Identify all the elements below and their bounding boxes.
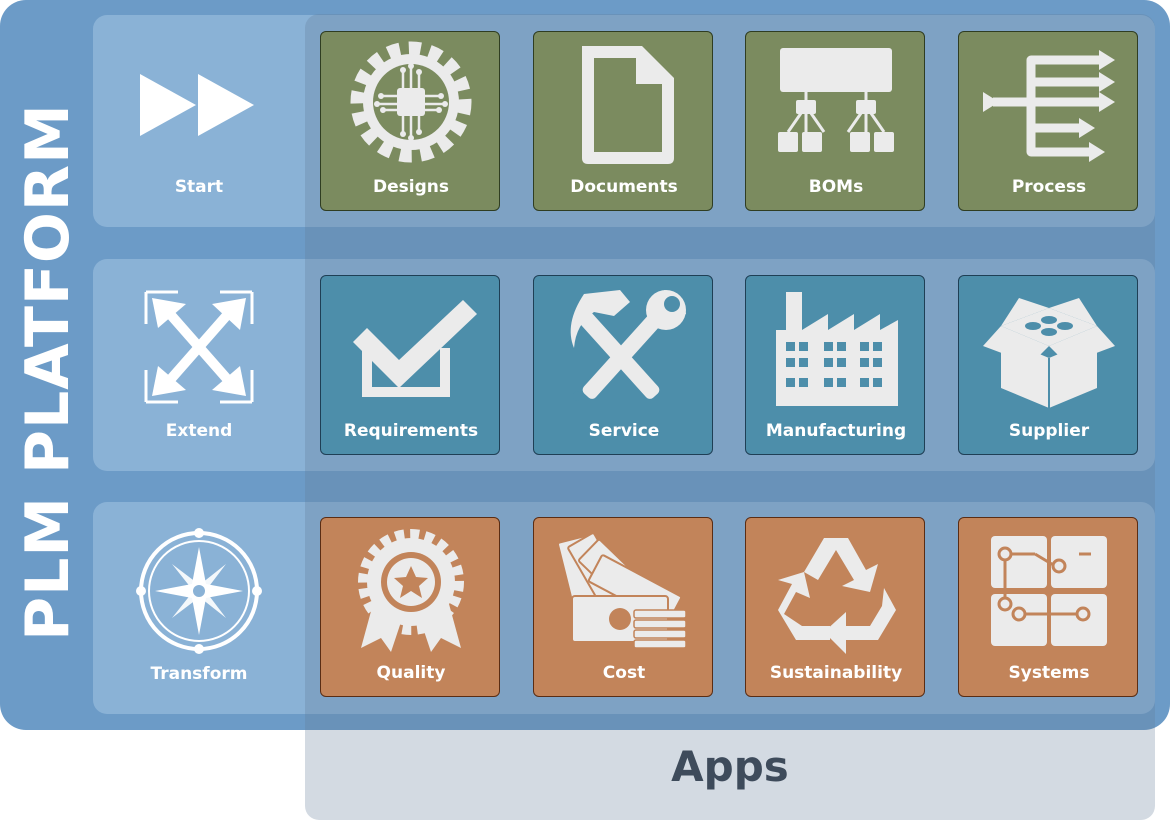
tile-service[interactable]: Service [533,275,713,455]
system-blocks-icon [991,536,1107,646]
tile-label: Requirements [343,421,479,441]
hammer-wrench-icon [570,290,686,401]
stage-transform[interactable]: Transform [93,502,305,714]
tile-label: Quality [376,663,446,683]
tile-requirements[interactable]: Requirements [320,275,500,455]
tile-label: Manufacturing [765,421,907,441]
hierarchy-icon [778,48,894,152]
expand-arrows-icon [144,290,254,404]
tile-boms[interactable]: BOMs [745,31,925,211]
stage-label: Extend [165,421,233,441]
stage-label: Transform [150,664,248,684]
document-icon [582,46,674,164]
tile-label: Cost [602,663,646,683]
tile-systems[interactable]: Systems [958,517,1138,697]
recycle-icon [778,538,896,654]
chip-gear-icon [350,41,472,163]
award-badge-icon [358,529,464,652]
platform-title: PLM PLATFORM [13,103,83,641]
branching-arrows-icon [983,50,1115,162]
tile-manufacturing[interactable]: Manufacturing [745,275,925,455]
stage-start[interactable]: Start [93,15,305,227]
tile-label: Process [1011,177,1087,197]
tile-label: Supplier [1008,421,1090,441]
stage-extend[interactable]: Extend [93,259,305,471]
tile-label: Service [588,421,660,441]
tile-label: Sustainability [769,663,903,683]
tile-cost[interactable]: Cost [533,517,713,697]
factory-icon [776,292,898,406]
tile-supplier[interactable]: Supplier [958,275,1138,455]
tile-label: Designs [373,177,449,197]
compass-icon [136,528,262,654]
money-icon [556,532,687,649]
tile-label: Documents [570,177,678,197]
fast-forward-icon [140,74,254,136]
tile-quality[interactable]: Quality [320,517,500,697]
checkbox-icon [353,300,477,397]
stage-label: Start [174,177,224,197]
apps-label: Apps [671,742,789,791]
tile-label: Systems [1008,663,1090,683]
open-box-icon [983,298,1115,408]
tile-documents[interactable]: Documents [533,31,713,211]
tile-sustainability[interactable]: Sustainability [745,517,925,697]
tile-process[interactable]: Process [958,31,1138,211]
tile-label: BOMs [808,177,864,197]
tile-designs[interactable]: Designs [320,31,500,211]
